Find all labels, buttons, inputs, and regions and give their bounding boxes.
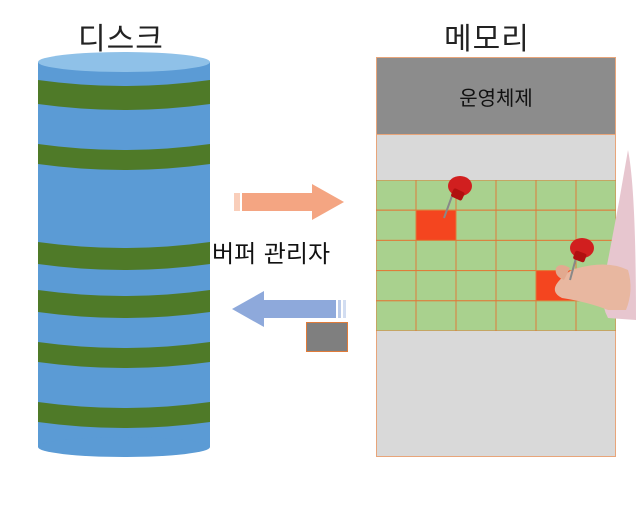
arrow-left-icon: [232, 291, 346, 327]
buffer-page: [376, 180, 417, 211]
pushpin-icon: [443, 176, 472, 219]
buffer-page: [455, 239, 497, 272]
os-region: 운영체제: [377, 58, 615, 135]
buffer-page: [535, 300, 577, 331]
buffer-page: [376, 209, 417, 241]
disk-title: 디스크: [78, 22, 164, 57]
pushpin-icon: [569, 238, 594, 281]
disk-cylinder: [38, 52, 210, 457]
buffer-page: [376, 300, 417, 331]
buffer-page: [535, 239, 577, 272]
buffer-page: [415, 239, 457, 272]
buffer-page: [495, 239, 537, 272]
disk-bands: [38, 80, 210, 428]
buffer-page: [415, 270, 457, 302]
buffer-page: [376, 239, 417, 272]
buffer-page: [575, 209, 616, 241]
buffer-page: [495, 300, 537, 331]
buffer-page: [535, 180, 577, 211]
arrow-right-icon: [234, 184, 344, 220]
hand-image: [554, 150, 636, 320]
buffer-page: [495, 209, 537, 241]
buffer-manager-label: 버퍼 관리자: [210, 234, 333, 269]
buffer-page: [376, 270, 417, 302]
buffer-page-pinned: [415, 209, 457, 241]
buffer-grid: [376, 180, 616, 331]
buffer-page: [495, 270, 537, 302]
buffer-page: [415, 300, 457, 331]
page-block: [306, 322, 348, 352]
buffer-page: [495, 180, 537, 211]
memory-title: 메모리: [444, 22, 530, 57]
buffer-page: [455, 270, 497, 302]
buffer-page: [455, 300, 497, 331]
